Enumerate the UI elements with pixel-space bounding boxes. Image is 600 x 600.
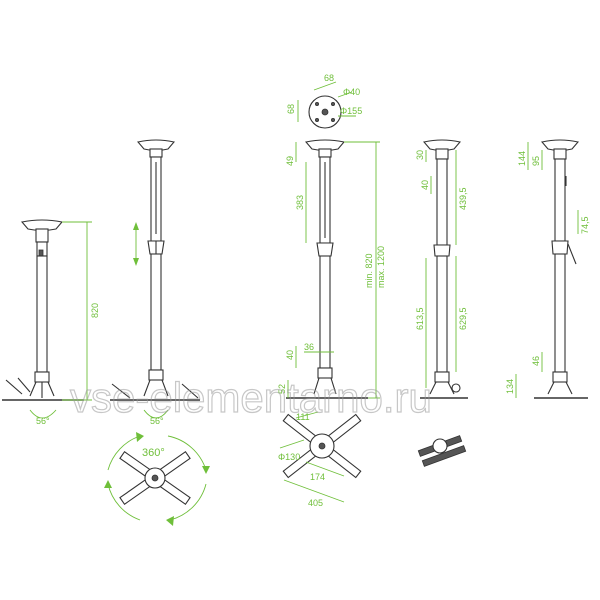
- figure-4-pole: 30 40 439,5 613,5 629,5: [415, 139, 468, 399]
- ceiling-plate: [540, 139, 580, 152]
- dim-40: 40: [420, 180, 430, 190]
- outer-tube: [554, 253, 566, 373]
- height-clamp: [433, 244, 451, 257]
- knob: [451, 383, 461, 393]
- lower-joint: [552, 371, 568, 383]
- tilt-bracket: [143, 379, 169, 397]
- inner-tube: [554, 158, 566, 242]
- dim-383: 383: [295, 195, 305, 210]
- base-detail: 111 Φ130 174 405: [278, 411, 362, 508]
- base-perspective: [417, 435, 467, 467]
- figure-5-pole: 144 95 74,5 46 134: [505, 139, 590, 399]
- ceiling-plate: [304, 139, 346, 152]
- rotation-detail: 360°: [104, 432, 210, 526]
- outer-tube: [150, 253, 162, 371]
- plate-collar: [149, 148, 163, 158]
- dim-46: 46: [531, 356, 541, 366]
- dim-36: 36: [304, 342, 314, 352]
- dim-angle-56: 56°: [150, 416, 164, 426]
- plate-collar: [435, 148, 449, 160]
- dim-30: 30: [415, 150, 425, 160]
- dim-74-5: 74,5: [580, 216, 590, 234]
- dim-phi40: Φ40: [343, 87, 360, 97]
- dim-144: 144: [517, 151, 527, 166]
- tilt-bracket: [429, 381, 455, 395]
- dim-174: 174: [310, 472, 325, 482]
- dim-phi155: Φ155: [340, 106, 362, 116]
- dim-820: 820: [90, 303, 100, 318]
- tilt-bracket: [29, 381, 55, 398]
- dim-49: 49: [285, 156, 295, 166]
- dim-max-1200: max. 1200: [376, 246, 386, 288]
- clamp-lever: [567, 243, 577, 265]
- dim-phi130: Φ130: [278, 452, 300, 462]
- outer-tube: [319, 255, 331, 369]
- ceiling-plate: [136, 139, 176, 152]
- arm-sketch: [5, 377, 31, 395]
- lower-joint: [148, 369, 164, 381]
- dim-439-5: 439,5: [458, 187, 468, 210]
- plate-collar: [318, 148, 332, 158]
- height-clamp: [316, 242, 334, 257]
- dim-405: 405: [308, 498, 323, 508]
- outer-tube: [436, 255, 448, 373]
- dim-angle-56: 56°: [36, 416, 50, 426]
- plate-collar: [35, 228, 49, 243]
- tilt-bracket: [547, 381, 573, 395]
- dim-95: 95: [531, 156, 541, 166]
- lower-joint: [34, 371, 50, 383]
- plate-collar: [553, 148, 567, 160]
- hub: [432, 438, 448, 454]
- pole-tube: [36, 255, 48, 373]
- dim-111: 111: [296, 412, 310, 422]
- dim-68b: 68: [286, 104, 296, 114]
- dim-52: 52: [277, 384, 287, 394]
- watermark: vse-elementarno.ru: [70, 374, 432, 421]
- inner-tube: [436, 158, 448, 246]
- dim-134: 134: [505, 379, 515, 394]
- figure-1-pole: 820 56°: [2, 219, 100, 426]
- top-plate-detail: 68 Φ40 68 Φ155: [286, 73, 362, 129]
- lower-joint: [434, 371, 450, 383]
- ceiling-plate: [422, 139, 462, 152]
- height-clamp: [551, 240, 569, 255]
- figure-2-pole: 56°: [110, 139, 200, 426]
- arm-sketch: [111, 383, 199, 399]
- lower-joint: [317, 367, 333, 379]
- arm-2: [421, 445, 467, 467]
- figure-3-pole: 49 383 min. 820 max. 1200 40 36 52: [277, 139, 386, 399]
- dim-629-5: 629,5: [458, 307, 468, 330]
- dim-68: 68: [324, 73, 334, 83]
- dim-40: 40: [285, 350, 295, 360]
- dim-613-5: 613,5: [415, 307, 425, 330]
- dim-min-820: min. 820: [364, 253, 374, 288]
- dim-360: 360°: [142, 447, 165, 459]
- ceiling-plate: [20, 219, 64, 232]
- tilt-bracket: [313, 377, 337, 395]
